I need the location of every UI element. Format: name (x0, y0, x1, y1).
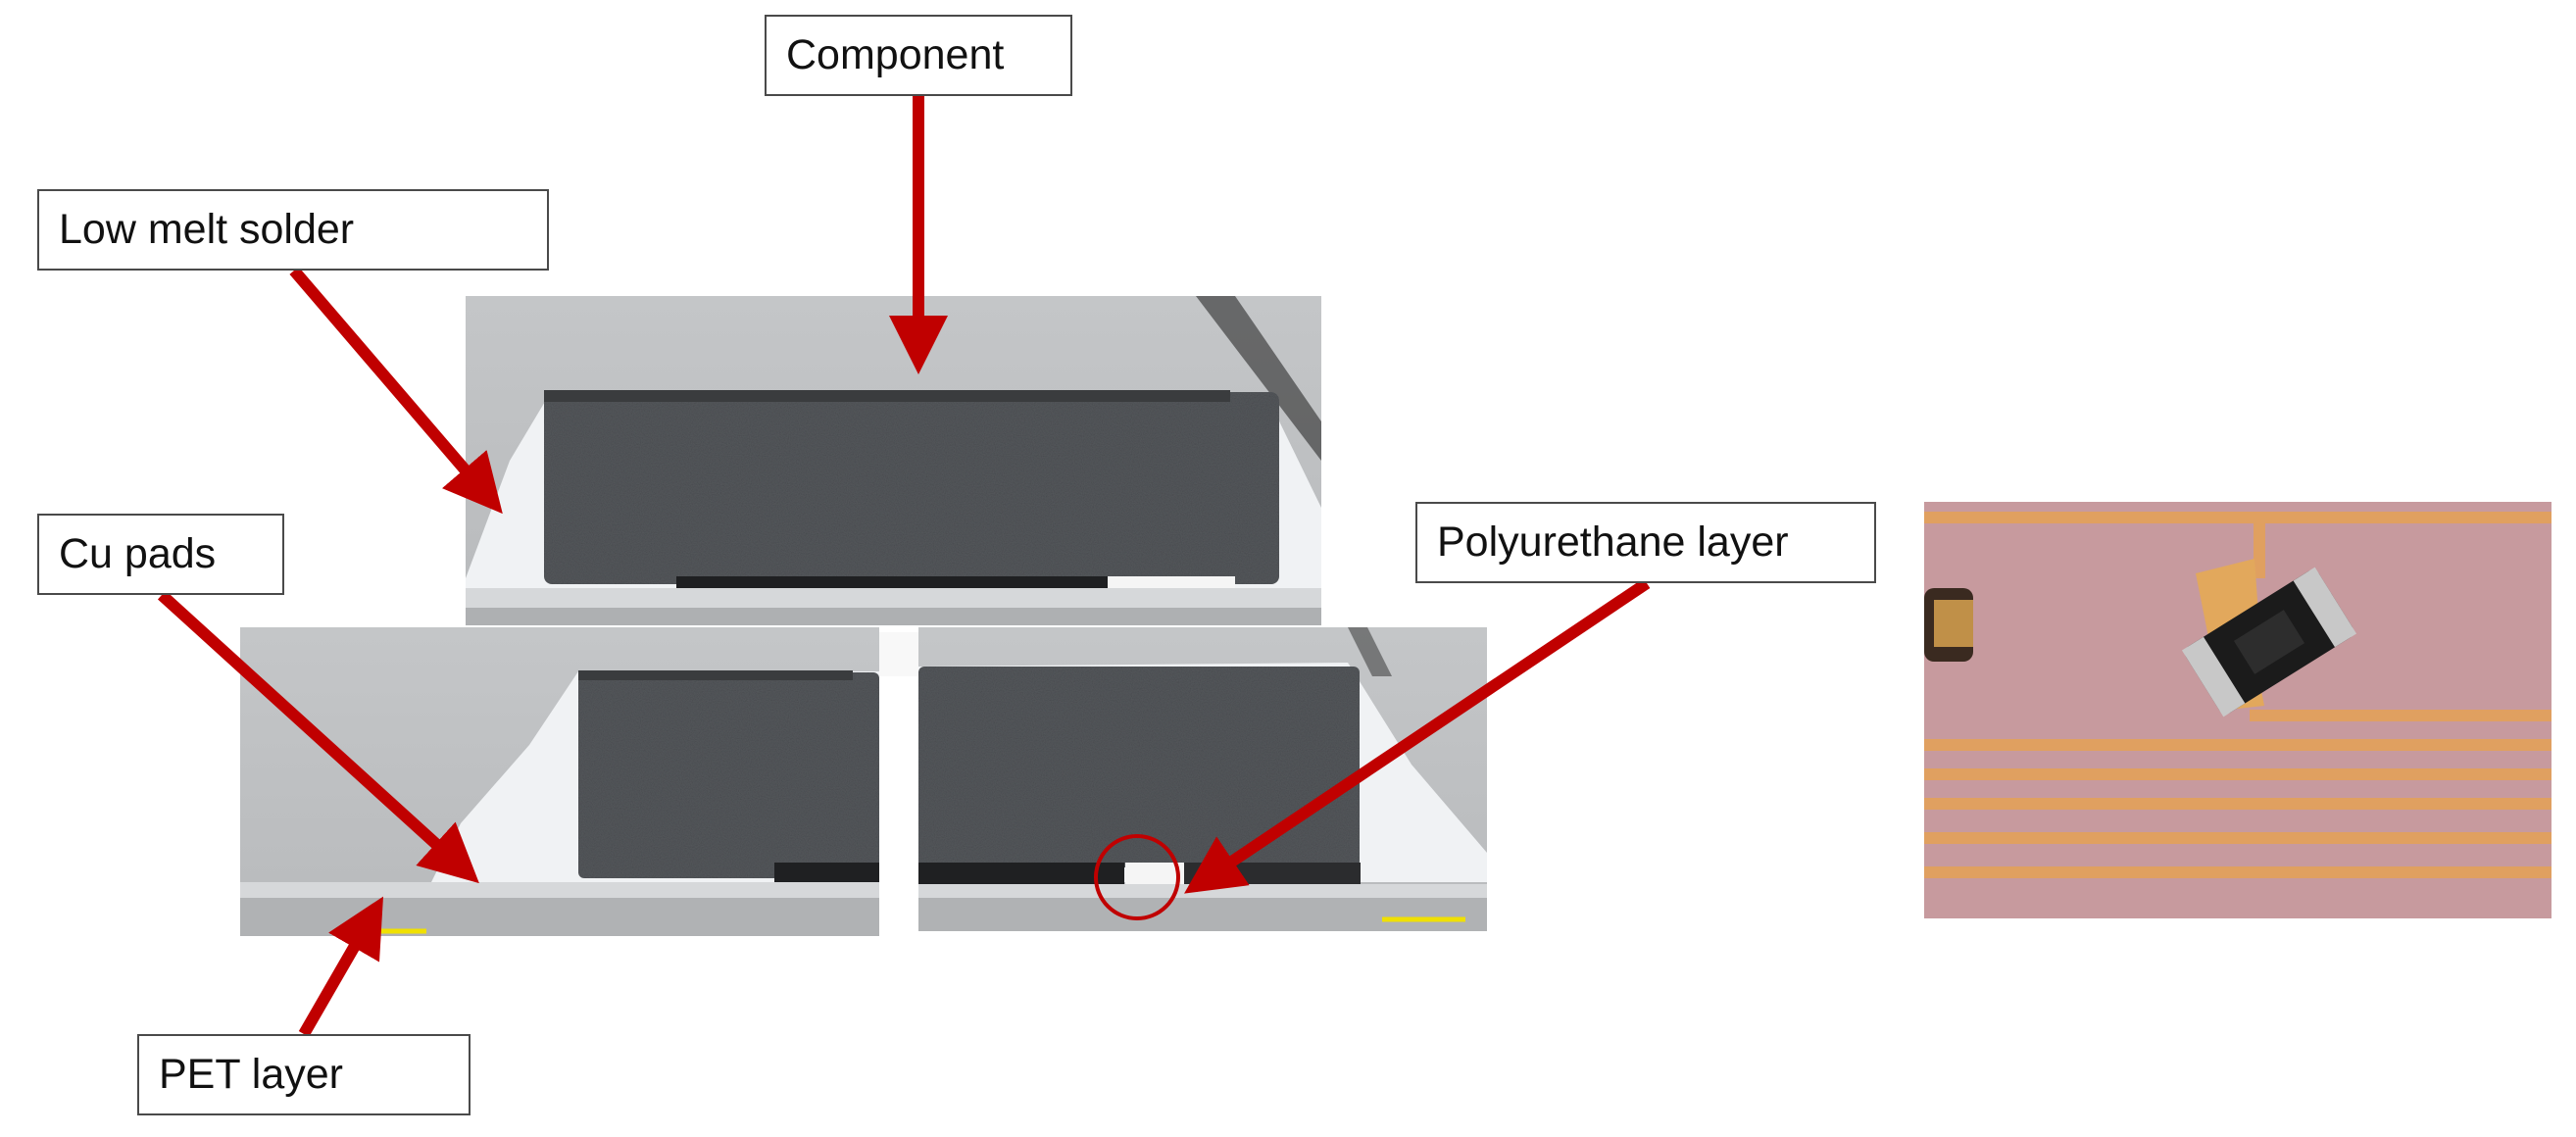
arrow-pet-layer (298, 896, 383, 1037)
highlight-circle (1094, 834, 1180, 920)
label-pet-layer: PET layer (137, 1034, 471, 1115)
arrow-polyurethane-layer (1184, 578, 1651, 894)
board-photo (1924, 502, 2551, 918)
label-component: Component (765, 15, 1072, 96)
arrow-cu-pads (157, 590, 479, 884)
annotation-arrows (157, 96, 1651, 1037)
micrograph-bottom-left (240, 627, 879, 936)
smd-resistor (2181, 567, 2357, 717)
micrograph-bottom-right (918, 627, 1487, 931)
image-gap (879, 632, 918, 676)
label-polyurethane-layer: Polyurethane layer (1415, 502, 1876, 583)
micrograph-top (466, 296, 1321, 625)
label-low-melt-solder: Low melt solder (37, 189, 549, 271)
arrow-low-melt-solder (289, 267, 503, 515)
label-cu-pads: Cu pads (37, 514, 284, 595)
